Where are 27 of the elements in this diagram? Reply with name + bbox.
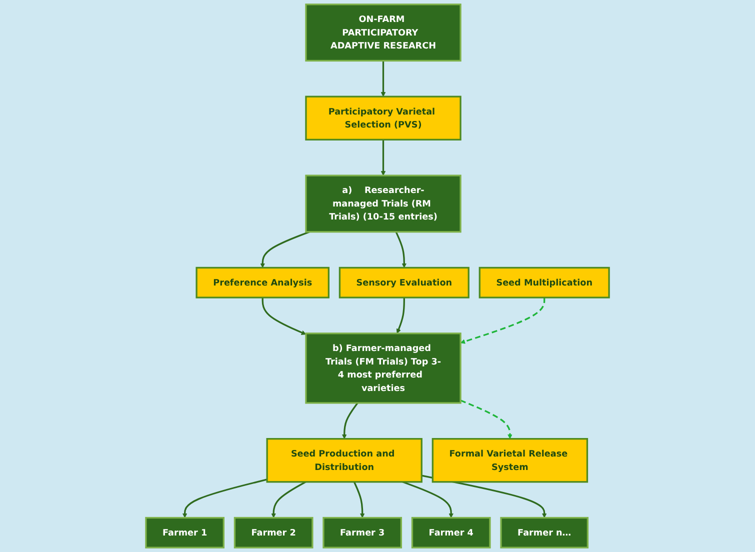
arrow (271, 481, 306, 518)
arrow (182, 478, 268, 518)
node-box: Preference Analysis (196, 266, 330, 298)
arrow (353, 482, 365, 518)
arrow (342, 402, 358, 440)
node-box: Seed Production and Distribution (266, 438, 422, 483)
node-box: Participatory Varietal Selection (PVS) (305, 96, 462, 140)
node-box: Farmer 3 (322, 516, 402, 548)
arrow (395, 232, 407, 268)
node-box: Sensory Evaluation (338, 266, 470, 298)
node-box: Formal Varietal Release System (432, 438, 588, 483)
node-box: Farmer 1 (145, 516, 224, 548)
node-box: Seed Multiplication (478, 266, 610, 298)
arrow (262, 298, 306, 335)
node-box: Farmer 2 (234, 516, 314, 548)
node-box: a) Researcher-managed Trials (RM Trials) (10-15 entries) (305, 174, 462, 233)
arrow (396, 298, 405, 334)
node-box: b) Farmer-managed Trials (FM Trials) Top 3-4 most preferred varieties (305, 332, 462, 404)
node-box: Farmer 4 (411, 516, 491, 548)
arrow (402, 481, 454, 518)
arrow (460, 298, 546, 344)
node-box: Farmer n… (500, 516, 589, 548)
node-box: ON-FARM PARTICIPATORY ADAPTIVE RESEARCH (305, 4, 462, 62)
arrow (260, 231, 310, 268)
arrow (460, 400, 512, 440)
arrow (380, 60, 386, 97)
arrow (380, 140, 386, 176)
